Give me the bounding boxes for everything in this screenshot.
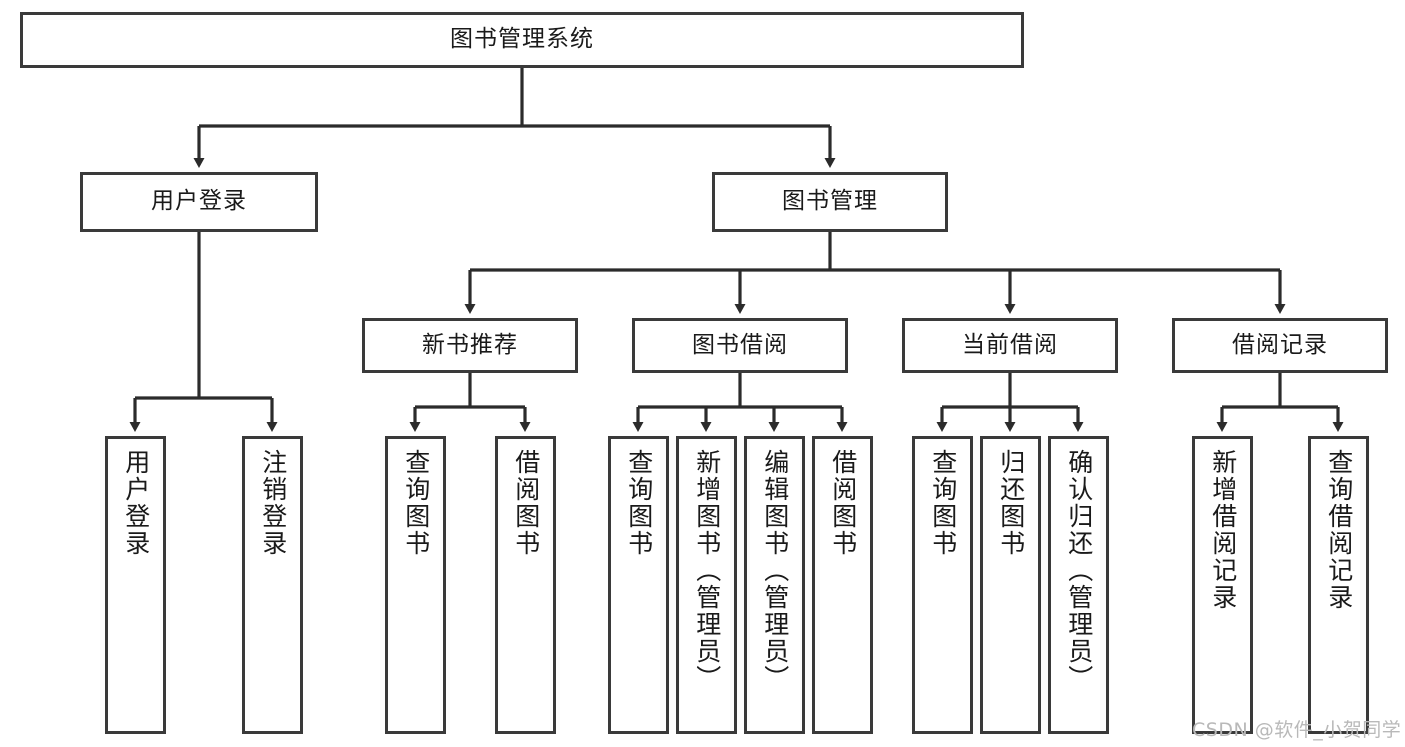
node-label: 借阅图书 <box>511 449 541 557</box>
node-label: 查询图书 <box>401 449 431 557</box>
node-label: 借阅图书 <box>828 449 858 557</box>
leaf-logout[interactable]: 注销登录 <box>242 436 303 734</box>
leaf-new-book-borrow[interactable]: 借阅图书 <box>495 436 556 734</box>
node-label: 用户登录 <box>151 188 247 215</box>
leaf-current-query-book[interactable]: 查询图书 <box>912 436 973 734</box>
node-user-login[interactable]: 用户登录 <box>80 172 318 232</box>
node-label: 注销登录 <box>258 449 288 557</box>
node-label: 用户登录 <box>121 449 151 557</box>
node-label: 当前借阅 <box>962 331 1058 358</box>
leaf-borrow-edit-book[interactable]: 编辑图书（管理员） <box>744 436 805 734</box>
node-label: 查询借阅记录 <box>1324 449 1354 611</box>
node-book-borrow[interactable]: 图书借阅 <box>632 318 848 373</box>
leaf-current-return-book[interactable]: 归还图书 <box>980 436 1041 734</box>
leaf-record-add[interactable]: 新增借阅记录 <box>1192 436 1253 734</box>
node-label: 图书借阅 <box>692 331 788 358</box>
leaf-user-login[interactable]: 用户登录 <box>105 436 166 734</box>
node-label: 新增图书（管理员） <box>692 449 722 692</box>
node-borrow-record[interactable]: 借阅记录 <box>1172 318 1388 373</box>
node-label: 编辑图书（管理员） <box>760 449 790 692</box>
node-label: 查询图书 <box>624 449 654 557</box>
leaf-new-book-query[interactable]: 查询图书 <box>385 436 446 734</box>
leaf-borrow-book[interactable]: 借阅图书 <box>812 436 873 734</box>
node-current-borrow[interactable]: 当前借阅 <box>902 318 1118 373</box>
node-label: 确认归还（管理员） <box>1064 449 1094 692</box>
node-label: 归还图书 <box>996 449 1026 557</box>
leaf-borrow-query-book[interactable]: 查询图书 <box>608 436 669 734</box>
watermark-text: CSDN @软件_小贺同学 <box>1192 719 1402 741</box>
node-label: 图书管理系统 <box>450 26 594 53</box>
leaf-borrow-add-book[interactable]: 新增图书（管理员） <box>676 436 737 734</box>
leaf-current-confirm-return[interactable]: 确认归还（管理员） <box>1048 436 1109 734</box>
node-root-system[interactable]: 图书管理系统 <box>20 12 1024 68</box>
leaf-record-query[interactable]: 查询借阅记录 <box>1308 436 1369 734</box>
node-book-management[interactable]: 图书管理 <box>712 172 948 232</box>
node-label: 新增借阅记录 <box>1208 449 1238 611</box>
node-label: 借阅记录 <box>1232 331 1328 358</box>
node-label: 查询图书 <box>928 449 958 557</box>
node-label: 新书推荐 <box>422 331 518 358</box>
node-label: 图书管理 <box>782 188 878 215</box>
node-new-book-recommend[interactable]: 新书推荐 <box>362 318 578 373</box>
